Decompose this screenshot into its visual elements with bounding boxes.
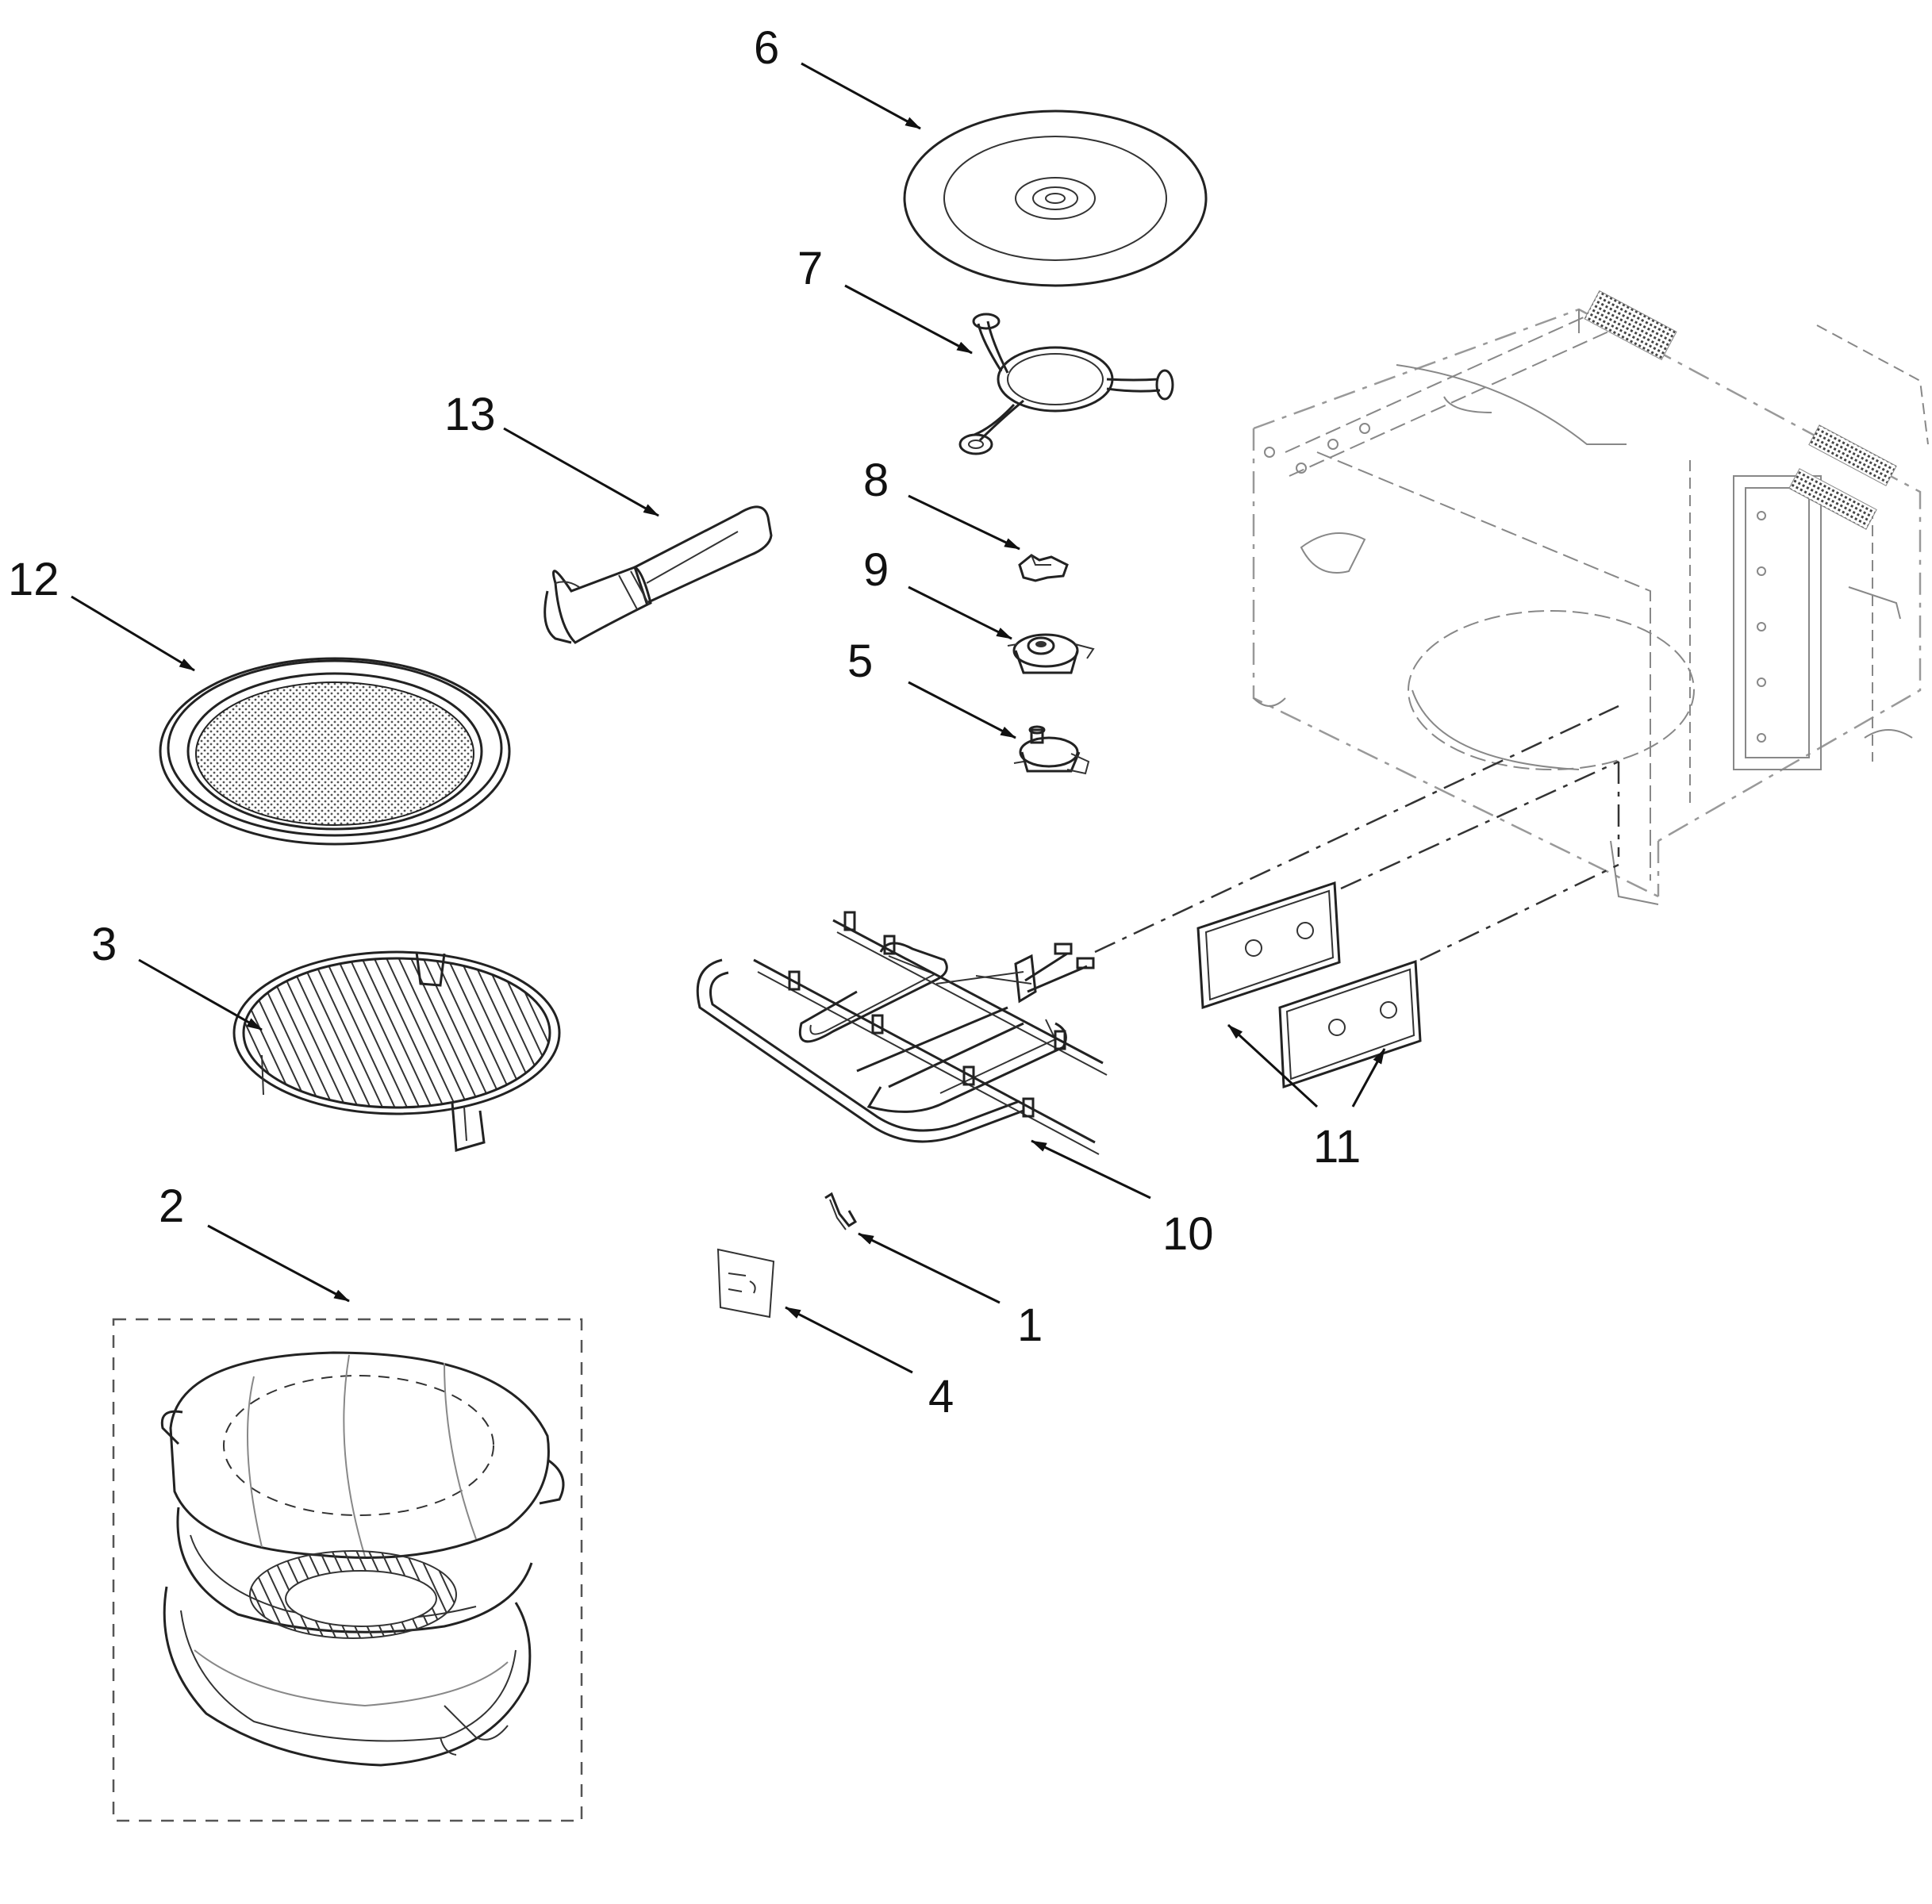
callout-12: 12: [8, 554, 60, 605]
leader-13: [503, 427, 659, 517]
callout-7: 7: [797, 243, 823, 294]
label-part: [716, 1248, 775, 1319]
clip-part: [824, 1192, 858, 1230]
leader-6: [801, 62, 921, 130]
leader-3: [138, 958, 263, 1031]
alignment-lines: [1094, 704, 1620, 962]
leader-11b: [1351, 1048, 1386, 1107]
crisper-pan-part: [159, 657, 511, 846]
callout-6: 6: [754, 22, 779, 74]
leader-2: [207, 1224, 350, 1303]
heating-element-part: [696, 911, 1108, 1155]
callout-4: 4: [928, 1371, 954, 1422]
leader-9: [908, 585, 1012, 640]
callout-3: 3: [91, 919, 117, 970]
callout-9: 9: [863, 544, 889, 596]
leader-1: [858, 1232, 1001, 1304]
leader-5: [908, 681, 1016, 739]
part-5-motor: [1013, 725, 1090, 775]
roller-support-part: [958, 313, 1174, 455]
leader-arrows: [71, 62, 1386, 1374]
steamer-set-part: [112, 1318, 583, 1822]
callout-8: 8: [863, 455, 889, 506]
callout-1: 1: [1017, 1299, 1043, 1351]
callout-10: 10: [1162, 1208, 1214, 1260]
callout-11: 11: [1313, 1121, 1361, 1173]
leader-11a: [1227, 1023, 1319, 1108]
handle-part: [543, 505, 773, 644]
leader-10: [1031, 1139, 1151, 1200]
callout-2: 2: [159, 1180, 184, 1232]
callout-5: 5: [847, 635, 873, 687]
grill-rack-part: [232, 950, 561, 1152]
callout-labels: 6 7 13 8 9 5 12 3 2 10 1 4 11: [8, 22, 1361, 1422]
turntable-tray-part: [903, 109, 1208, 287]
part-8-bracket: [1018, 554, 1069, 582]
glass-panels-part: [1196, 881, 1422, 1089]
leader-12: [71, 595, 195, 672]
leader-4: [785, 1306, 913, 1374]
leader-8: [908, 494, 1020, 551]
part-9-thermostat: [1007, 633, 1095, 674]
callout-13: 13: [444, 389, 496, 440]
oven-cavity-part: [1252, 290, 1929, 905]
leader-7: [844, 284, 973, 355]
